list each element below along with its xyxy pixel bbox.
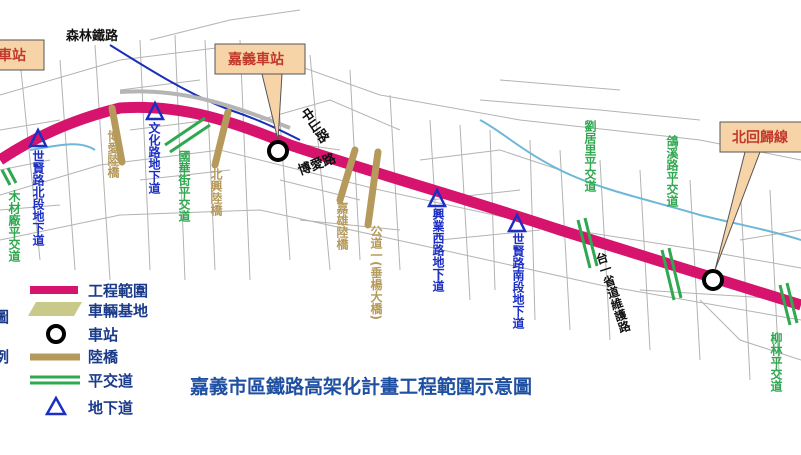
legend-label-underpass: 地下道 — [88, 399, 133, 417]
level-crossings — [0, 116, 799, 326]
label-boai-bridge: 博愛陸橋 — [106, 130, 120, 178]
legend-station-icon — [46, 324, 66, 344]
overpass-boai — [108, 104, 126, 166]
crossing-gexi — [660, 247, 683, 301]
legend-label-project: 工程範圍 — [88, 282, 148, 300]
crossing-mucai — [0, 167, 18, 186]
label-shixian-north: 世賢路北段地下道 — [31, 150, 45, 246]
crossing-liulin — [778, 282, 799, 326]
label-guohua: 國華街平交道 — [177, 150, 191, 222]
project-range-band — [0, 101, 801, 311]
label-gongdao: 公道一(垂楊大橋) — [369, 225, 383, 320]
label-shixian-south: 世賢路南段地下道 — [511, 233, 525, 329]
legend-edge-fragment-1: 圖 — [0, 308, 9, 326]
callout-left-text: 車站 — [0, 47, 26, 64]
callout-left: 車站 — [0, 39, 45, 71]
underpass-shixian-south-icon — [506, 212, 528, 233]
overpass-gongdao — [364, 148, 382, 229]
legend-label-overpass: 陸橋 — [88, 348, 119, 366]
overpass-beixing — [211, 108, 232, 169]
legend-label-depot: 車輛基地 — [88, 302, 148, 320]
legend-depot-symbol — [28, 302, 82, 316]
legend-label-crossing: 平交道 — [88, 372, 133, 390]
underpass-xingye-icon — [426, 187, 448, 208]
project-range-grey-edge — [119, 89, 291, 130]
callout-center-text: 嘉義車站 — [227, 51, 284, 68]
overpasses — [108, 104, 382, 229]
legend-underpass-icon — [44, 395, 68, 416]
label-beixing: 北興陸橋 — [209, 168, 223, 216]
overpass-jiaxiong — [336, 146, 359, 204]
legend: 工程範圍 車輛基地 車站 陸橋 平交道 地下道 圖 例 — [0, 282, 148, 417]
forest-railway-label: 森林鐵路 — [66, 28, 119, 44]
river — [479, 119, 801, 241]
label-jiaxiong: 嘉雄陸橋 — [335, 202, 349, 250]
label-wenhua: 文化路地下道 — [147, 122, 161, 194]
label-mucai: 木材廠平交道 — [7, 190, 21, 262]
underpass-wenhua-icon — [144, 100, 166, 121]
callout-center: 嘉義車站 — [214, 43, 306, 141]
river-west — [29, 143, 96, 151]
callout-right: 北回歸線 — [714, 121, 801, 271]
label-liujuli: 劉居里平交道 — [583, 120, 597, 192]
label-gexi: 鴿溪路平交道 — [665, 135, 679, 207]
map-title: 嘉義市區鐵路高架化計畫工程範圍示意圖 — [189, 375, 532, 398]
stations — [267, 140, 724, 291]
label-xingye: 興業西路地下道 — [431, 208, 445, 292]
underpass-shixian-north-icon — [27, 127, 49, 148]
beihuiguixian-station-icon — [702, 269, 724, 291]
legend-crossing-symbol — [30, 375, 80, 385]
crossing-liujuli — [576, 217, 599, 269]
legend-label-station: 車站 — [88, 326, 118, 344]
legend-edge-fragment-2: 例 — [0, 348, 9, 366]
crossing-guohua — [164, 116, 211, 154]
underpasses — [27, 100, 528, 233]
callout-right-text: 北回歸線 — [732, 129, 788, 146]
label-liulin: 柳林平交道 — [769, 332, 783, 392]
